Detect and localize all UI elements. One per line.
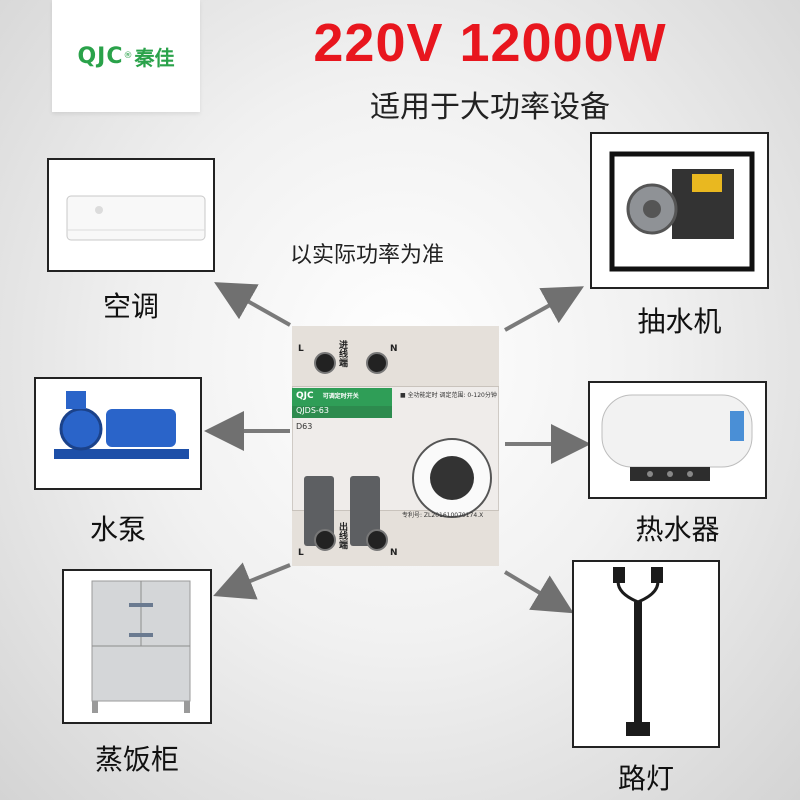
water-pump-label: 水泵 — [89, 513, 146, 546]
pumping-machine-label: 抽水机 — [637, 305, 722, 338]
air-conditioner-frame — [47, 158, 215, 272]
terminal-label-top-l: L — [298, 344, 304, 354]
out-terminal-label: 出线端 — [337, 522, 347, 549]
arrow-to-pumping-machine — [504, 286, 584, 332]
air-conditioner-icon — [66, 195, 206, 241]
street-lamp-frame — [572, 560, 720, 748]
water-heater-label: 热水器 — [635, 513, 720, 546]
street-lamp-label: 路灯 — [617, 762, 674, 795]
timer-description: ■ 全功能定时 调定范围: 0-120分钟 — [400, 392, 497, 399]
pumping-machine-frame — [590, 132, 769, 289]
headline-voltage-power: 220V 12000W — [313, 13, 667, 73]
patent-number: 专利号: ZL201610070174.X — [402, 512, 484, 519]
in-terminal-label: 进线端 — [337, 340, 347, 367]
timer-dial-knob[interactable] — [430, 456, 474, 500]
terminal-label-bottom-n: N — [390, 548, 398, 558]
terminal-screw-top-l — [314, 352, 336, 374]
water-heater-frame — [588, 381, 767, 499]
device-brand-desc: 可调定时开关 — [322, 393, 359, 400]
arrow-to-air-conditioner — [214, 282, 291, 327]
steamer-cabinet-frame — [62, 569, 212, 724]
logo-registered-mark: ® — [123, 51, 133, 61]
pumping-machine-icon — [609, 151, 755, 272]
device-model: QJDS-63 — [292, 406, 392, 418]
steamer-cabinet-label: 蒸饭柜 — [94, 743, 179, 776]
logo-chinese-name: 秦佳 — [134, 45, 175, 70]
arrow-to-steamer-cabinet — [213, 562, 291, 600]
breaker-rating: D63 — [296, 422, 313, 431]
timer-switch-device: L 进线端 N QJC 可调定时开关 QJDS-63 D63 ■ 全功能定时 调… — [292, 326, 499, 566]
arrow-to-street-lamp — [503, 570, 574, 614]
timer-dial[interactable] — [412, 438, 492, 518]
air-conditioner-label: 空调 — [102, 290, 159, 323]
subline-usage: 适用于大功率设备 — [370, 90, 610, 125]
water-heater-icon — [601, 394, 753, 481]
water-pump-frame — [34, 377, 202, 490]
water-pump-icon — [54, 391, 189, 459]
steamer-cabinet-icon — [91, 580, 191, 713]
terminal-screw-bottom-l — [314, 529, 336, 551]
terminal-label-bottom-l: L — [298, 548, 304, 558]
power-note: 以实际功率为准 — [290, 243, 445, 268]
logo-text: QJC — [77, 43, 124, 69]
device-brand: QJC — [296, 391, 314, 401]
street-lamp-icon — [613, 567, 663, 736]
terminal-screw-bottom-n — [366, 529, 388, 551]
terminal-screw-top-n — [366, 352, 388, 374]
brand-logo: QJC ® 秦佳 — [52, 0, 200, 112]
terminal-label-top-n: N — [390, 344, 398, 354]
